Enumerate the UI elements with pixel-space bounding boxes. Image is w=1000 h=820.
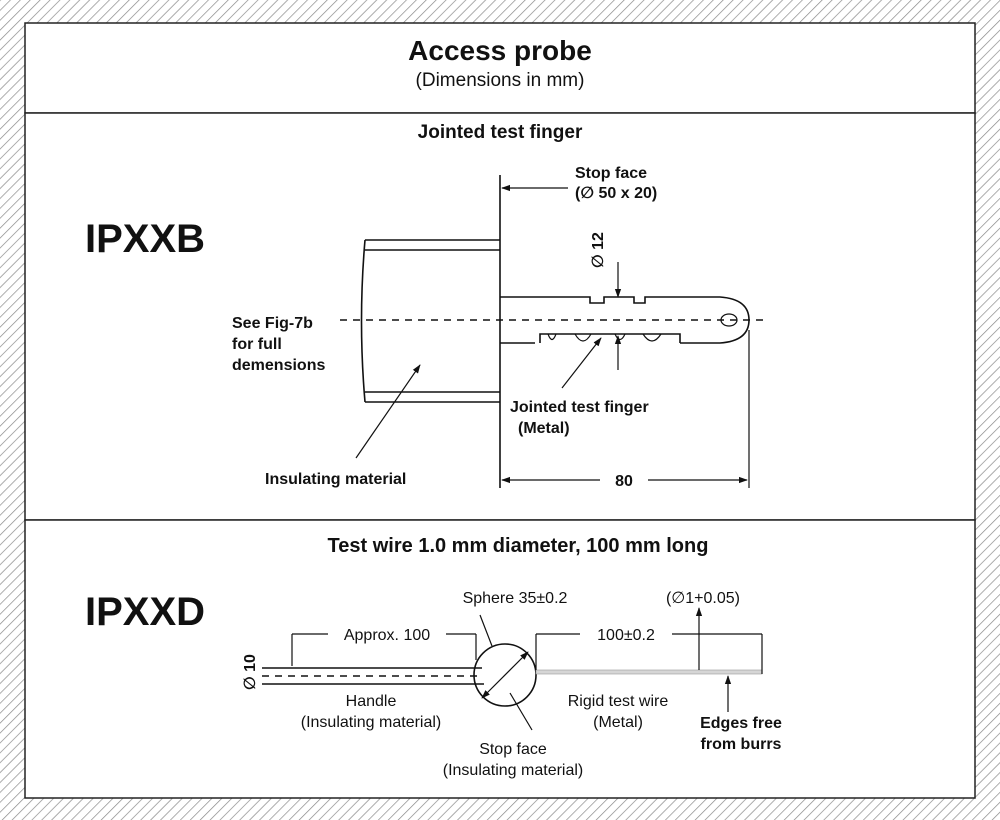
ipxxd-sphere-label: Sphere 35±0.2 — [463, 590, 568, 607]
finger-leader — [561, 337, 602, 389]
ipxxd-code: IPXXD — [85, 590, 205, 634]
ipxxd-wire-dia: (∅1+0.05) — [666, 590, 740, 607]
ipxxd-handle-dia: ∅ 10 — [242, 654, 259, 690]
ipxxb-heading: Jointed test finger — [418, 122, 583, 143]
see-fig-line-2: for full — [232, 336, 282, 353]
sphere-leader — [479, 614, 493, 647]
ipxxb-code: IPXXB — [85, 217, 205, 261]
ipxxb-diameter: ∅ 12 — [590, 232, 607, 268]
sphere-diameter-arrow — [481, 651, 529, 699]
stop-face-sphere — [473, 643, 537, 707]
ipxxd-handle — [262, 634, 484, 685]
ipxxd-stop-face-material: (Insulating material) — [443, 762, 584, 779]
insulating-handle — [360, 239, 500, 403]
title-panel — [24, 22, 976, 114]
ipxxd-handle-material: (Insulating material) — [301, 714, 442, 731]
jointed-finger — [500, 296, 750, 344]
ipxxb-stop-face-dim: (∅ 50 x 20) — [575, 185, 657, 202]
ipxxb-stop-face-label: Stop face — [575, 165, 647, 182]
ipxxd-edges-line-2: from burrs — [701, 736, 782, 753]
ipxxb-insulating-label: Insulating material — [265, 471, 406, 488]
ipxxd-rigid-material: (Metal) — [593, 714, 643, 731]
ipxxd-edges-line-1: Edges free — [700, 715, 782, 732]
ipxxb-finger-label: Jointed test finger — [510, 399, 649, 416]
see-fig-line-1: See Fig-7b — [232, 315, 313, 332]
stop-face-leader — [509, 692, 533, 731]
page-subtitle: (Dimensions in mm) — [416, 70, 585, 91]
ipxxd-handle-label: Handle — [346, 693, 397, 710]
ipxxd-rigid-label: Rigid test wire — [568, 693, 669, 710]
ipxxd-heading: Test wire 1.0 mm diameter, 100 mm long — [328, 535, 709, 557]
insulating-leader — [355, 364, 421, 459]
ipxxb-length: 80 — [615, 473, 633, 490]
ipxxd-wire-len: 100±0.2 — [597, 627, 655, 644]
ipxxd-stop-face-label: Stop face — [479, 741, 547, 758]
ipxxd-approx-label: Approx. 100 — [344, 627, 430, 644]
page-title: Access probe — [408, 35, 592, 66]
rigid-test-wire — [535, 634, 763, 675]
ipxxb-finger-material: (Metal) — [518, 420, 570, 437]
see-fig-line-3: demensions — [232, 357, 325, 374]
